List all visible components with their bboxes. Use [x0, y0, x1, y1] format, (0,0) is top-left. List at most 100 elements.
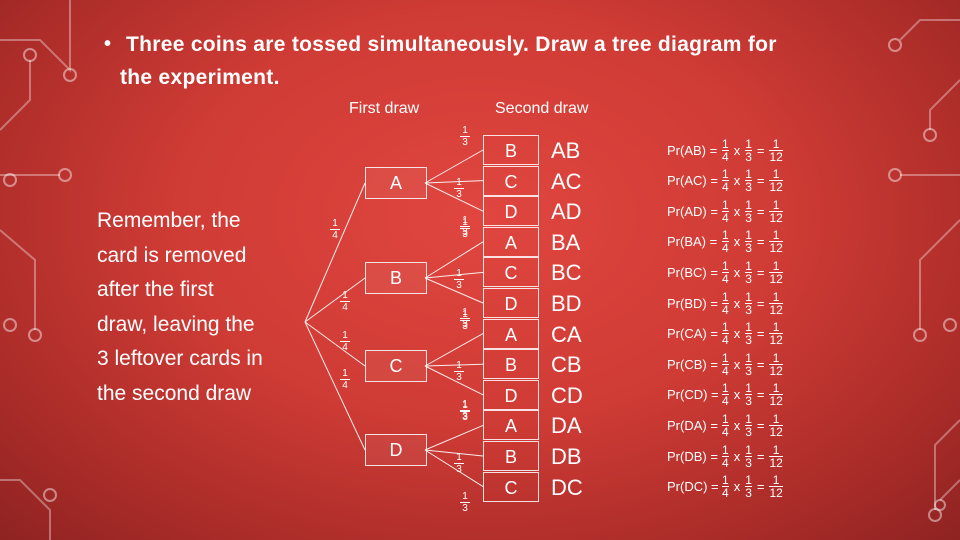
- outcome-label: DC: [551, 474, 583, 500]
- reminder-note: Remember, the card is removed after the …: [97, 204, 297, 411]
- outcome-label: CA: [551, 321, 582, 347]
- first-branch-line: [304, 277, 366, 323]
- outcome-label: CB: [551, 352, 582, 378]
- reminder-line: card is removed: [97, 243, 247, 267]
- first-branch-line: [304, 321, 366, 367]
- reminder-line: draw, leaving the: [97, 312, 255, 336]
- reminder-line: the second draw: [97, 381, 252, 405]
- equals-sign: =: [756, 326, 765, 342]
- outcome-label: AD: [551, 199, 582, 225]
- probability-label: Pr(BD) =: [667, 295, 718, 311]
- probability-label: Pr(DB) =: [667, 448, 718, 464]
- first-draw-card-A: A: [365, 167, 427, 199]
- second-branch-line: [424, 424, 484, 451]
- reminder-line: 3 leftover cards in: [97, 347, 263, 370]
- first-branch-line: [304, 321, 366, 451]
- outcome-label: BA: [551, 229, 581, 255]
- times-sign: x: [733, 326, 741, 342]
- equals-sign: =: [756, 356, 765, 372]
- equals-sign: =: [756, 295, 765, 311]
- first-branch-line: [304, 182, 366, 323]
- second-branch-line: [424, 180, 484, 184]
- second-draw-card: B: [483, 441, 539, 471]
- second-branch-line: [424, 277, 484, 304]
- equals-sign: =: [756, 234, 765, 250]
- second-branch-line: [424, 271, 484, 279]
- question-line-2: the experiment.: [120, 66, 280, 89]
- second-draw-card: D: [483, 288, 539, 318]
- second-draw-card: A: [483, 318, 539, 349]
- second-draw-card: D: [483, 196, 539, 227]
- equals-sign: =: [756, 264, 765, 280]
- probability-label: Pr(DA) =: [667, 417, 718, 433]
- second-branch-line: [424, 149, 484, 184]
- equals-sign: =: [756, 448, 765, 464]
- probability-label: Pr(BA) =: [667, 234, 718, 250]
- second-branch-line: [424, 333, 484, 367]
- times-sign: x: [733, 479, 741, 495]
- times-sign: x: [733, 417, 741, 433]
- second-draw-card: C: [483, 257, 539, 288]
- outcome-label: BD: [551, 291, 582, 316]
- first-draw-header: First draw: [349, 100, 420, 117]
- first-draw-card-C: C: [365, 350, 427, 382]
- question-text: • Three coins are tossed simultaneously.…: [104, 28, 864, 94]
- equals-sign: =: [756, 387, 765, 403]
- probability-label: Pr(DC) =: [667, 479, 719, 495]
- second-draw-card: B: [483, 135, 539, 165]
- times-sign: x: [733, 356, 741, 372]
- outcome-label: DA: [551, 413, 582, 439]
- second-draw-card: C: [483, 165, 539, 196]
- second-branch-line: [424, 449, 484, 457]
- second-draw-card: A: [483, 226, 539, 257]
- second-draw-card: C: [483, 471, 539, 502]
